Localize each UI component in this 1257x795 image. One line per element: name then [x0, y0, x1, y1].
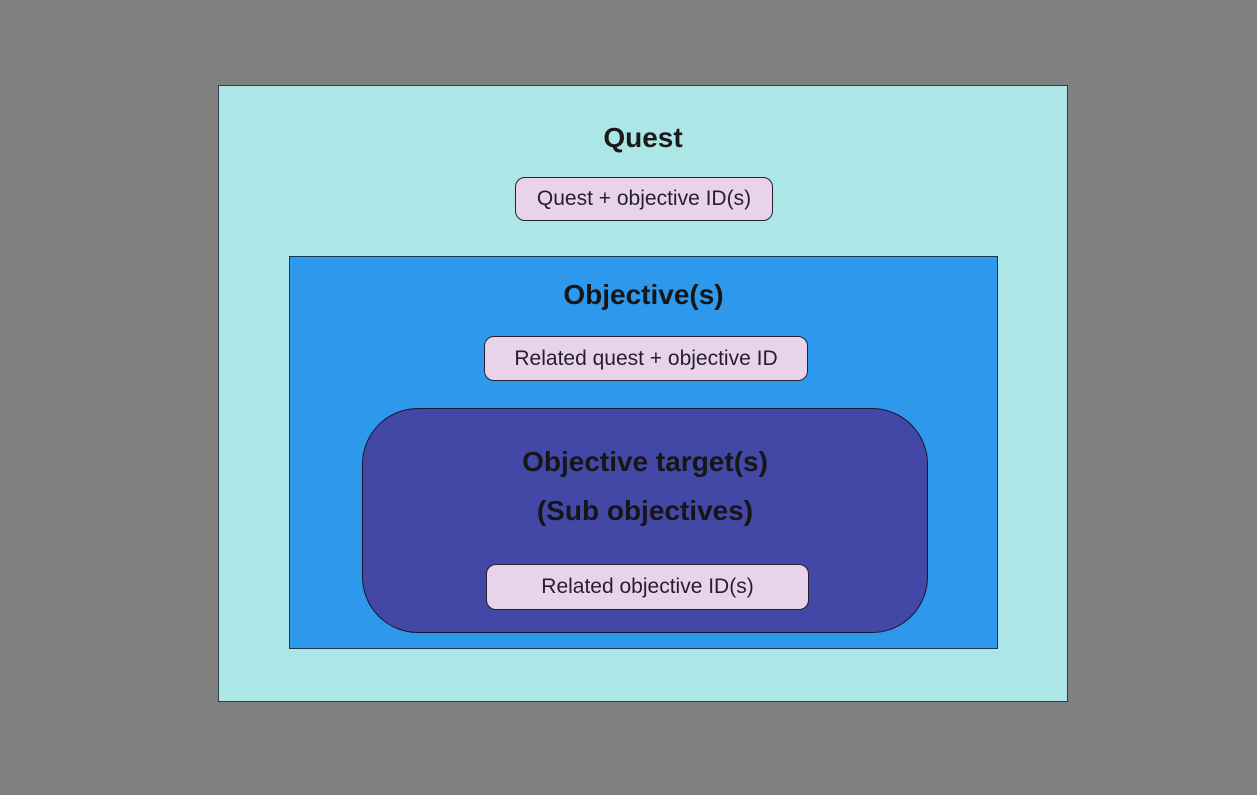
- related-quest-objective-id-badge: Related quest + objective ID: [484, 336, 808, 381]
- objective-targets-title-line2: (Sub objectives): [536, 495, 754, 526]
- objective-targets-title: Objective target(s) (Sub objectives): [363, 437, 927, 535]
- quest-container: Quest Quest + objective ID(s) Objective(…: [218, 85, 1068, 702]
- objectives-title: Objective(s): [563, 279, 724, 310]
- objectives-container: Objective(s) Related quest + objective I…: [289, 256, 998, 649]
- related-objective-id-badge: Related objective ID(s): [486, 564, 809, 610]
- objective-targets-container: Objective target(s) (Sub objectives) Rel…: [362, 408, 928, 633]
- objective-targets-title-line1: Objective target(s): [522, 446, 768, 477]
- quest-title: Quest: [603, 122, 683, 153]
- quest-id-badge: Quest + objective ID(s): [515, 177, 773, 221]
